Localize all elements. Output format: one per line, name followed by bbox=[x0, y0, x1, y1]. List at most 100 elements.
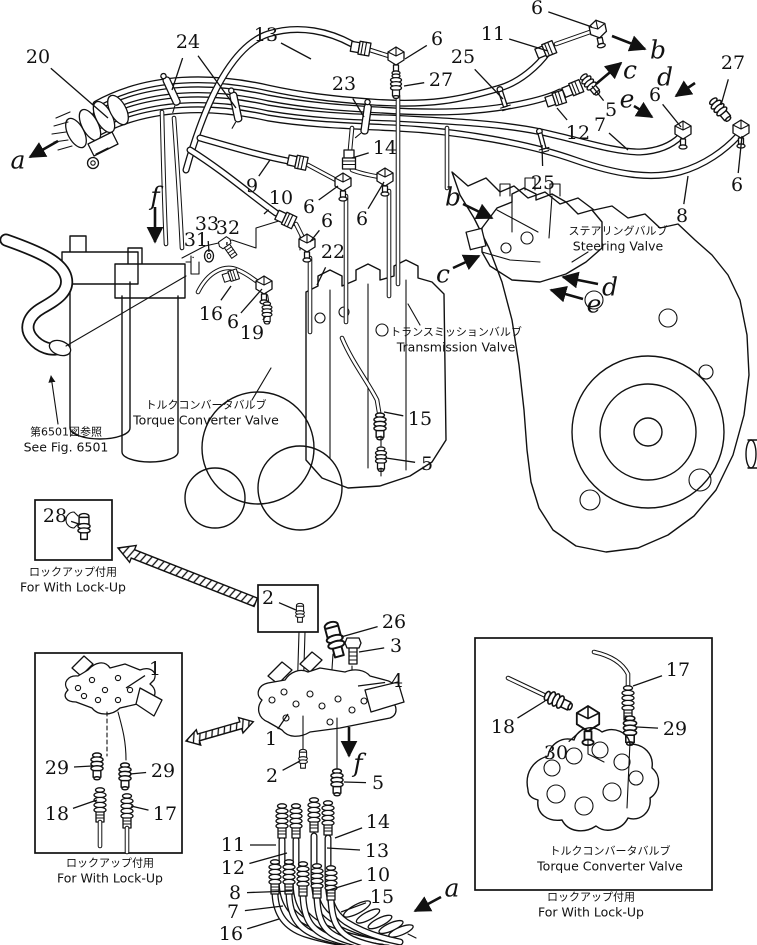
callout-c-61: c bbox=[595, 56, 637, 85]
caption-jp-see-fig: 第6501図参照 bbox=[30, 425, 102, 439]
callout-d-62: d bbox=[657, 63, 696, 98]
callout-label-6: 6 bbox=[227, 311, 239, 333]
callout-25-15: 25 bbox=[531, 144, 555, 194]
fitting-29 bbox=[90, 752, 104, 781]
callout-10-52: 10 bbox=[325, 864, 390, 892]
callout-label-f: f bbox=[351, 749, 366, 778]
callout-14-10: 14 bbox=[351, 137, 397, 159]
callout-label-8: 8 bbox=[676, 205, 688, 227]
callout-label-e: e bbox=[587, 290, 602, 319]
callout-16-51: 16 bbox=[219, 918, 280, 945]
callout-label-27: 27 bbox=[429, 69, 453, 91]
fitting-27 bbox=[389, 73, 403, 100]
callout-5-11: 5 bbox=[591, 85, 617, 121]
callout-label-22: 22 bbox=[321, 241, 345, 263]
callout-label-13: 13 bbox=[365, 840, 389, 862]
callout-label-32: 32 bbox=[216, 217, 240, 239]
callout-label-29: 29 bbox=[45, 757, 69, 779]
hose-17-end bbox=[120, 793, 134, 829]
callout-label-14: 14 bbox=[373, 137, 397, 159]
callout-f-68: f bbox=[340, 727, 366, 778]
callout-1-42: 1 bbox=[265, 713, 289, 750]
callout-label-15: 15 bbox=[370, 886, 394, 908]
callout-20-0: 20 bbox=[26, 46, 109, 119]
caption-en-transmission-valve: Transmission Valve bbox=[396, 340, 516, 355]
callout-6-14: 6 bbox=[649, 84, 682, 128]
callout-a-58: a bbox=[11, 139, 59, 175]
callout-5-31: 5 bbox=[385, 453, 433, 475]
callout-28-32: 28 bbox=[43, 505, 80, 527]
hatched-arrow-double bbox=[184, 716, 255, 747]
callout-6-20: 6 bbox=[303, 185, 339, 218]
fitting-29 bbox=[118, 762, 132, 791]
callout-22-23: 22 bbox=[316, 241, 345, 286]
callout-b-60: b bbox=[611, 34, 666, 65]
callout-label-20: 20 bbox=[26, 46, 50, 68]
hatched-arrow-to-plug-box bbox=[116, 544, 259, 608]
callout-a-69: a bbox=[413, 874, 460, 913]
callout-label-6: 6 bbox=[303, 196, 315, 218]
caption-jp-tc-valve-inset: トルクコンバータバルブ bbox=[550, 844, 671, 858]
caption-en-lockup-plate: For With Lock-Up bbox=[57, 871, 163, 886]
callout-6-21: 6 bbox=[356, 181, 385, 230]
callout-label-8: 8 bbox=[229, 882, 241, 904]
fitting-19 bbox=[261, 301, 273, 325]
callout-6-3: 6 bbox=[404, 28, 443, 60]
callout-label-16: 16 bbox=[219, 923, 243, 945]
callout-8-49: 8 bbox=[229, 882, 293, 904]
callout-label-17: 17 bbox=[666, 659, 690, 681]
callout-label-15: 15 bbox=[408, 408, 432, 430]
callout-8-17: 8 bbox=[676, 175, 689, 227]
callout-30-56: 30 bbox=[544, 727, 585, 764]
callout-label-12: 12 bbox=[221, 857, 245, 879]
callout-14-45: 14 bbox=[334, 811, 390, 839]
caption-jp-lockup-valve: ロックアップ付用 bbox=[547, 891, 635, 904]
callout-label-f: f bbox=[148, 182, 163, 211]
caption-jp-steering-valve: ステアリングバルブ bbox=[569, 224, 668, 238]
callout-31-26: 31 bbox=[184, 229, 208, 259]
callout-label-6: 6 bbox=[321, 210, 333, 232]
callout-label-11: 11 bbox=[221, 834, 245, 856]
callout-23-8: 23 bbox=[332, 73, 365, 118]
steering-valve-body bbox=[465, 187, 603, 283]
callout-19-29: 19 bbox=[240, 315, 267, 344]
callout-label-a: a bbox=[445, 874, 460, 903]
callout-label-1: 1 bbox=[149, 658, 161, 680]
hose-bundle-bottom bbox=[268, 797, 417, 945]
callout-label-2: 2 bbox=[262, 587, 274, 609]
callout-12-12: 12 bbox=[556, 107, 590, 144]
caption-jp-transmission-valve: トランスミッションバルブ bbox=[390, 325, 522, 339]
callout-label-3: 3 bbox=[390, 635, 402, 657]
callout-17-37: 17 bbox=[130, 803, 177, 825]
callout-label-33: 33 bbox=[195, 213, 219, 235]
inset-box-lockup-valve bbox=[474, 637, 713, 891]
callout-13-2: 13 bbox=[254, 24, 312, 60]
callout-32-25: 32 bbox=[216, 217, 240, 246]
callout-e-63: e bbox=[620, 85, 654, 119]
callout-26-39: 26 bbox=[340, 611, 406, 638]
caption-en-tc-valve-inset: Torque Converter Valve bbox=[536, 859, 683, 874]
callout-16-27: 16 bbox=[199, 285, 232, 325]
callout-label-7: 7 bbox=[594, 114, 606, 136]
nut-21 bbox=[86, 156, 100, 170]
callout-label-23: 23 bbox=[332, 73, 356, 95]
caption-en-steering-valve: Steering Valve bbox=[573, 239, 664, 254]
hose-18-end bbox=[93, 787, 107, 823]
callout-label-6: 6 bbox=[531, 0, 543, 19]
callout-label-12: 12 bbox=[566, 122, 590, 144]
callout-d-66: d bbox=[561, 271, 618, 302]
hose-17c-end bbox=[621, 685, 635, 721]
callout-label-14: 14 bbox=[366, 811, 390, 833]
clamp-31 bbox=[185, 255, 200, 275]
callout-label-4: 4 bbox=[391, 670, 403, 692]
caption-leaders bbox=[48, 251, 589, 425]
callout-11-47: 11 bbox=[221, 834, 276, 856]
callout-25-5: 25 bbox=[451, 46, 504, 100]
callout-10-19: 10 bbox=[263, 187, 293, 215]
callout-6-22: 6 bbox=[309, 210, 333, 243]
